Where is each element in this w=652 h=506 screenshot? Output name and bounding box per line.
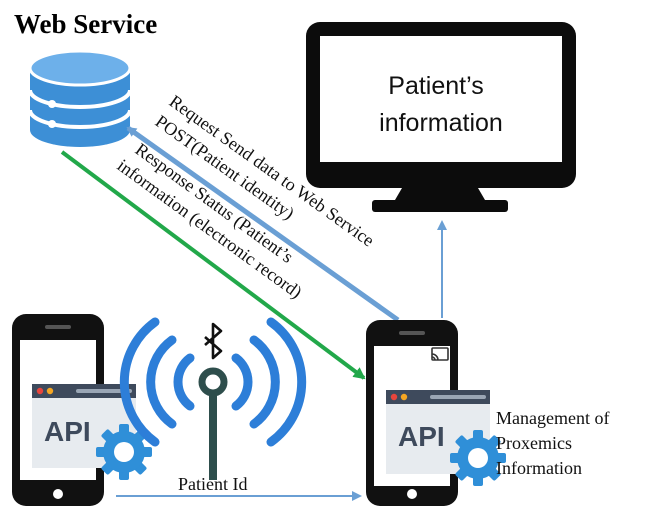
management-label-line1: Management of — [496, 408, 609, 428]
left-api-label: API — [44, 416, 91, 447]
right-api-label: API — [398, 421, 445, 452]
diagram-title: Web Service — [14, 9, 157, 39]
monitor-icon — [306, 22, 576, 212]
monitor-text-line2: information — [379, 109, 503, 137]
gear-icon — [450, 430, 506, 486]
patient-id-label: Patient Id — [178, 474, 248, 494]
bluetooth-icon — [204, 322, 223, 360]
antenna-icon — [119, 317, 307, 480]
response-arrow — [60, 150, 366, 380]
management-label-line2: Proxemics — [496, 433, 572, 453]
left-smartphone-icon — [12, 314, 136, 506]
request-arrow — [126, 125, 400, 323]
management-label-line3: Information — [496, 458, 582, 478]
gear-icon — [96, 424, 152, 480]
monitor-text-line1: Patient’s — [388, 72, 483, 100]
right-smartphone-icon — [366, 320, 490, 506]
database-icon — [28, 49, 132, 147]
